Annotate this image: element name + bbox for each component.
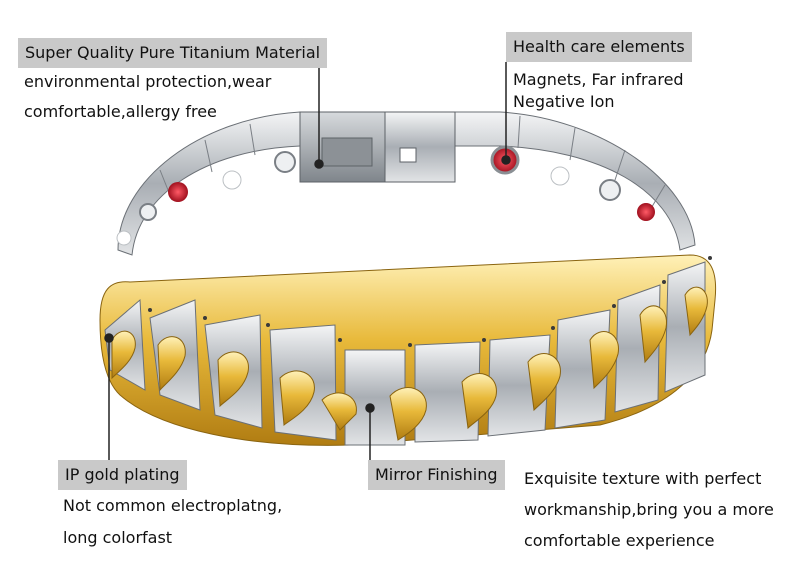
bracelet-back-links (116, 111, 696, 256)
material-description-line-2: comfortable,allergy free (24, 102, 217, 121)
mirror-description-line-1: Exquisite texture with perfect (524, 469, 762, 488)
gold-description-line-1: Not common electroplatng, (63, 496, 283, 515)
material-pointer-dot (314, 159, 324, 169)
gold-title: IP gold plating (58, 460, 187, 490)
gold-description-line-2: long colorfast (63, 528, 173, 547)
mirror-title: Mirror Finishing (368, 460, 505, 490)
health-description-line-1: Magnets, Far infrared (513, 70, 684, 89)
material-title: Super Quality Pure Titanium Material (18, 38, 328, 68)
health-title: Health care elements (506, 32, 692, 62)
gold-pointer-dot (104, 333, 114, 343)
health-pointer-dot (501, 155, 511, 165)
bracelet-front-links (99, 254, 717, 446)
mirror-pointer-dot (365, 403, 375, 413)
mirror-description-line-2: workmanship,bring you a more (524, 500, 774, 519)
health-description-line-2: Negative Ion (513, 92, 615, 111)
mirror-description-line-3: comfortable experience (524, 531, 715, 550)
callout-pointers (104, 62, 511, 462)
material-description-line-1: environmental protection,wear (24, 72, 272, 91)
